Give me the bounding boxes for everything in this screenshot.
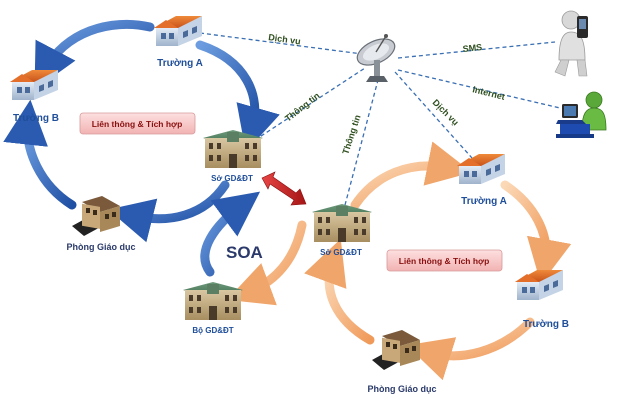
school-house-icon <box>515 270 563 300</box>
link-label-internet: Internet <box>472 84 506 102</box>
link-label-sms: SMS <box>462 42 482 54</box>
link-label-dich-vu-2: Dịch vụ <box>431 97 461 127</box>
government-building-icon <box>183 282 243 320</box>
district-office-icon <box>372 330 420 370</box>
link-school-a-left <box>199 32 371 56</box>
mobile-phone-user-icon <box>554 10 588 77</box>
link-sms <box>397 41 556 59</box>
right-integration-label: Liên thông & Tích hợp <box>399 256 490 266</box>
arrow-department-to-district <box>108 180 230 243</box>
link-label-dich-vu-1: Dịch vụ <box>268 32 302 46</box>
arrow-school-a-to-school-b <box>34 19 155 90</box>
school-house-icon <box>457 154 505 184</box>
left-school-b-label: Trường B <box>13 113 59 124</box>
right-department-label: Sở GD&ĐT <box>320 248 362 257</box>
left-district-office-label: Phòng Giáo dục <box>67 242 136 252</box>
computer-user-icon <box>556 91 607 138</box>
soa-label: SOA <box>226 243 263 262</box>
arrow-school-a-to-school-b <box>500 180 572 285</box>
arrow-district-to-school-b <box>3 99 77 210</box>
government-building-icon <box>312 204 372 242</box>
arrow-district-to-department <box>304 238 375 345</box>
left-department-label: Sở GD&ĐT <box>211 174 253 183</box>
left-school-a-label: Trường A <box>157 58 203 69</box>
right-cycle-arrows <box>226 141 572 381</box>
arrow-ministry-to-department <box>200 191 261 277</box>
left-integration-label: Liên thông & Tích hợp <box>92 119 183 129</box>
arrow-school-b-to-district <box>406 317 535 381</box>
satellite-dish-icon <box>356 34 396 82</box>
department-link-arrow <box>261 171 307 206</box>
right-school-a-label: Trường A <box>461 196 507 207</box>
right-district-office-label: Phòng Giáo dục <box>368 384 437 394</box>
school-house-icon <box>10 70 58 100</box>
link-school-a-right <box>394 71 473 159</box>
arrow-department-to-school-a <box>350 141 473 210</box>
arrow-school-a-to-department <box>195 40 280 152</box>
ministry-label: Bộ GD&ĐT <box>192 326 233 335</box>
school-house-icon <box>154 16 202 46</box>
left-cycle-arrows <box>3 19 280 277</box>
district-office-icon <box>72 196 120 236</box>
right-integration-box: Liên thông & Tích hợp <box>386 249 503 272</box>
link-label-thong-tin-1: Thông tin <box>283 90 321 123</box>
link-department-right <box>344 79 379 206</box>
left-integration-box: Liên thông & Tích hợp <box>79 112 196 135</box>
government-building-icon <box>203 130 263 168</box>
arrow-department-to-ministry <box>226 220 307 306</box>
right-school-b-label: Trường B <box>523 319 569 330</box>
